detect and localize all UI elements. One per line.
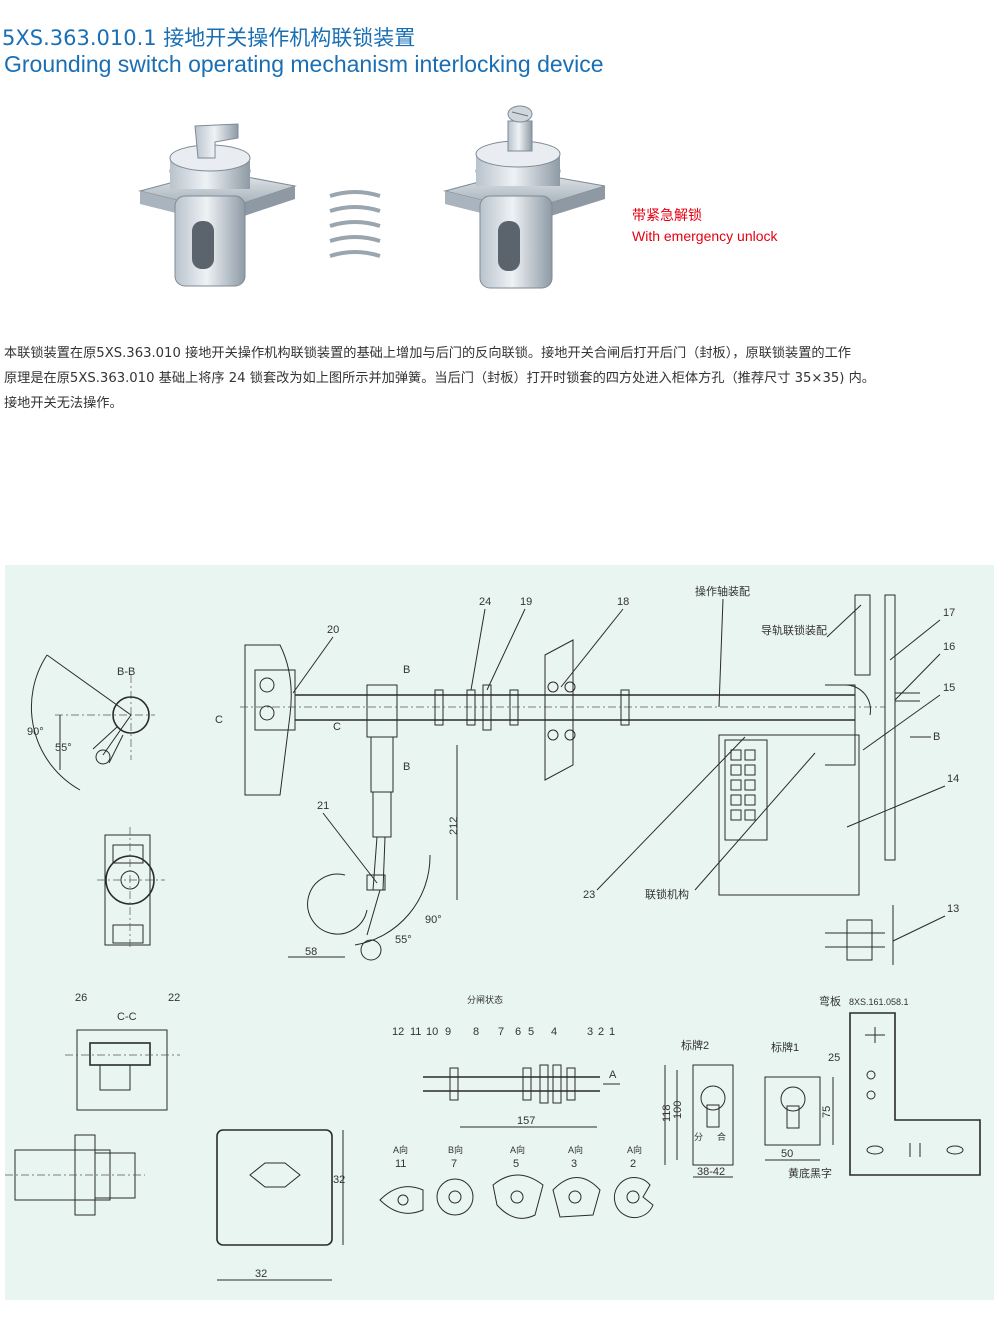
dim-58: 58 (305, 946, 317, 958)
svg-text:8: 8 (473, 1026, 479, 1038)
svg-text:3: 3 (587, 1026, 593, 1038)
part-14: 14 (947, 773, 959, 785)
part-labels: 24 19 18 17 16 15 14 13 20 21 23 操作轴装配 导… (292, 584, 959, 942)
svg-text:4: 4 (551, 1026, 557, 1038)
angle-90-left: 90° (27, 726, 44, 738)
svg-text:分: 分 (694, 1132, 703, 1142)
arrow-a-label: A (609, 1069, 617, 1081)
svg-text:5: 5 (528, 1026, 534, 1038)
spring-photo (329, 190, 381, 258)
dim-32-horizontal: 32 (255, 1268, 267, 1280)
svg-text:B向: B向 (448, 1144, 463, 1155)
lock-sleeve-photo (138, 123, 297, 287)
title-english: Grounding switch operating mechanism int… (4, 51, 604, 77)
part-13: 13 (947, 903, 959, 915)
bent-plate: 弯板 8XS.161.058.1 (819, 994, 981, 1176)
shaft-numbers: 12 11 10 9 8 7 6 5 4 3 2 1 (392, 1026, 615, 1038)
shaft-open-state: 分闸状态 12 11 10 9 8 7 6 5 4 3 2 1 (392, 994, 620, 1128)
description-line-1: 本联锁装置在原5XS.363.010 接地开关操作机构联锁装置的基础上增加与后门… (4, 346, 851, 361)
label-b-bottom: B (403, 761, 410, 773)
svg-text:A向: A向 (393, 1144, 408, 1155)
label-b-top: B (403, 664, 410, 676)
svg-text:3: 3 (571, 1158, 577, 1170)
description: 本联锁装置在原5XS.363.010 接地开关操作机构联锁装置的基础上增加与后门… (4, 341, 996, 416)
label-biaopai2: 标牌2 (681, 1038, 709, 1052)
label-daogui: 导轨联锁装配 (761, 623, 827, 637)
label-b-right: B (933, 731, 940, 743)
angle-55-main: 55° (395, 934, 412, 946)
description-line-3: 接地开关无法操作。 (4, 396, 123, 411)
dim-38-42: 38-42 (697, 1166, 725, 1178)
dim-212: 212 (448, 817, 460, 835)
svg-text:A向: A向 (568, 1144, 583, 1155)
part-19: 19 (520, 596, 532, 608)
emergency-unlock-caption: 带紧急解锁 With emergency unlock (632, 205, 778, 247)
direction-views: A向 11 B向 7 A向 5 A向 3 A向 2 (379, 1144, 654, 1219)
dim-50: 50 (781, 1148, 793, 1160)
label-huangdi: 黄底黑字 (788, 1166, 832, 1180)
section-bb-view: B-B 90° 55° (27, 654, 155, 791)
label-c-mid: C (333, 721, 341, 733)
part-15: 15 (943, 682, 955, 694)
svg-text:1: 1 (609, 1026, 615, 1038)
title-chinese: 5XS.363.010.1 接地开关操作机构联锁装置 (2, 26, 416, 50)
part-16: 16 (943, 641, 955, 653)
dim-32-vertical: 32 (333, 1174, 345, 1186)
svg-text:11: 11 (395, 1158, 406, 1170)
dim-157: 157 (517, 1115, 535, 1127)
svg-text:2: 2 (598, 1026, 604, 1038)
dim-75: 75 (821, 1106, 833, 1118)
part-26: 26 (75, 992, 87, 1004)
svg-text:7: 7 (451, 1158, 457, 1170)
svg-text:6: 6 (515, 1026, 521, 1038)
label-cc: C-C (117, 1011, 137, 1023)
part-23: 23 (583, 889, 595, 901)
label-wanban-code: 8XS.161.058.1 (849, 997, 909, 1007)
lock-sleeve-emergency-photo (443, 105, 606, 289)
part-18: 18 (617, 596, 629, 608)
product-photos (120, 96, 640, 306)
section-cc-view: 26 22 C-C (65, 992, 180, 1111)
svg-text:7: 7 (498, 1026, 504, 1038)
label-liansuo: 联锁机构 (645, 887, 689, 901)
label-caozuozhou: 操作轴装配 (695, 584, 750, 598)
nameplate-1: 标牌1 25 75 50 黄底黑字 (764, 1040, 840, 1180)
front-view-small (97, 827, 165, 950)
part-24: 24 (479, 596, 491, 608)
svg-text:10: 10 (426, 1026, 438, 1038)
part-17: 17 (943, 607, 955, 619)
label-biaopai1: 标牌1 (771, 1040, 799, 1054)
svg-text:A向: A向 (627, 1144, 642, 1155)
caption-en: With emergency unlock (632, 228, 778, 244)
part-22: 22 (168, 992, 180, 1004)
svg-text:12: 12 (392, 1026, 404, 1038)
part-20: 20 (327, 624, 339, 636)
technical-drawing: B-B 90° 55° (5, 565, 994, 1300)
svg-text:A向: A向 (510, 1144, 525, 1155)
dim-118: 118 (661, 1104, 673, 1122)
nameplate-2: 标牌2 分 合 118 100 38-42 (661, 1038, 734, 1178)
svg-text:5: 5 (513, 1158, 519, 1170)
part-21: 21 (317, 800, 329, 812)
svg-text:9: 9 (445, 1026, 451, 1038)
svg-text:合: 合 (717, 1131, 726, 1142)
lower-side-view (5, 1134, 145, 1216)
description-line-2: 原理是在原5XS.363.010 基础上将序 24 锁套改为如上图所示并加弹簧。… (4, 371, 875, 386)
angle-55-left: 55° (55, 742, 72, 754)
dim-100: 100 (672, 1101, 684, 1119)
part-25-label: 25 (828, 1052, 840, 1064)
svg-text:2: 2 (630, 1158, 636, 1170)
label-c-left: C (215, 714, 223, 726)
caption-cn: 带紧急解锁 (632, 207, 702, 223)
label-wanban: 弯板 (819, 994, 841, 1008)
square-view: 32 32 (216, 1129, 345, 1281)
label-fenzha: 分闸状态 (467, 994, 503, 1005)
angle-90-main: 90° (425, 914, 442, 926)
label-bb: B-B (117, 666, 135, 678)
main-assembly: C C B B 212 58 90° 55° (215, 594, 940, 965)
svg-text:11: 11 (410, 1026, 421, 1038)
